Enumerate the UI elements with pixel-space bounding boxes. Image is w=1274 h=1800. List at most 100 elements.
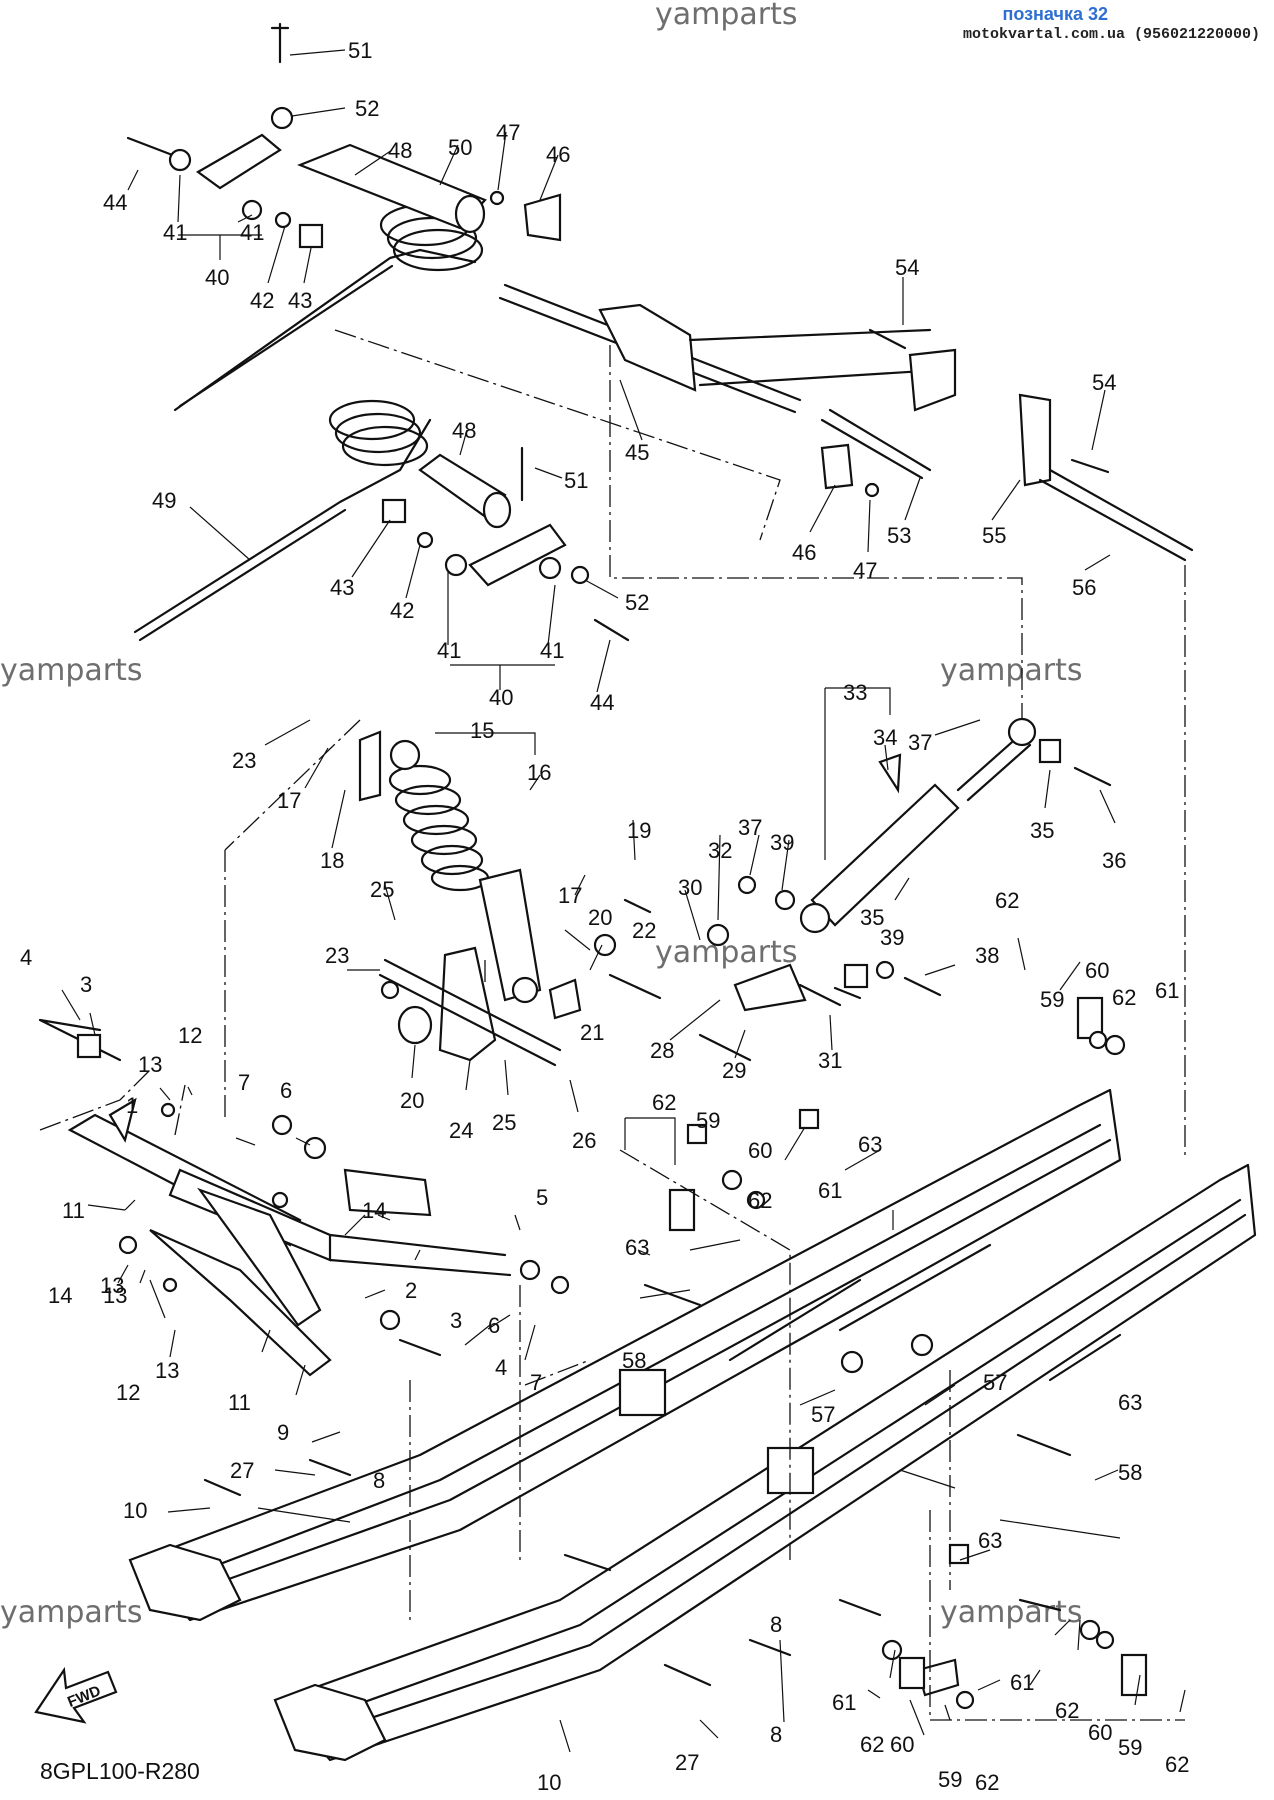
callout-6: 6 xyxy=(488,1313,500,1338)
callout-51: 51 xyxy=(348,38,372,63)
callout-59: 59 xyxy=(696,1108,720,1133)
slide-rail-drawing xyxy=(128,996,1257,1762)
callout-34: 34 xyxy=(873,725,897,750)
callout-43: 43 xyxy=(330,575,354,600)
callout-11: 11 xyxy=(228,1390,251,1415)
callout-42: 42 xyxy=(250,288,274,313)
watermark-left: yamparts xyxy=(0,653,143,688)
callout-41: 41 xyxy=(163,220,187,245)
callout-61: 61 xyxy=(818,1178,842,1203)
callout-41: 41 xyxy=(540,638,564,663)
callout-10: 10 xyxy=(123,1498,147,1523)
front-arm-drawing xyxy=(38,1018,570,1620)
callout-9: 9 xyxy=(277,1420,289,1445)
watermark-bottom-left: yamparts xyxy=(0,1595,143,1630)
callout-12: 12 xyxy=(178,1023,202,1048)
callout-62: 62 xyxy=(748,1188,772,1213)
callout-46: 46 xyxy=(546,142,570,167)
callout-50: 50 xyxy=(448,135,472,160)
callout-26: 26 xyxy=(572,1128,596,1153)
callout-16: 16 xyxy=(527,760,551,785)
callout-55: 55 xyxy=(982,523,1006,548)
callout-45: 45 xyxy=(625,440,649,465)
callout-56: 56 xyxy=(1072,575,1096,600)
callout-3: 3 xyxy=(80,972,92,997)
front-arm-pivot-drawing xyxy=(224,719,842,1120)
callout-32: 32 xyxy=(708,838,732,863)
callout-53: 53 xyxy=(887,523,911,548)
callout-37: 37 xyxy=(908,730,932,755)
callout-52: 52 xyxy=(355,96,379,121)
callout-52: 52 xyxy=(625,590,649,615)
callout-35: 35 xyxy=(860,905,884,930)
callout-24: 24 xyxy=(449,1118,473,1143)
callout-13: 13 xyxy=(155,1358,179,1383)
callout-44: 44 xyxy=(590,690,614,715)
callout-61: 61 xyxy=(832,1690,856,1715)
callout-29: 29 xyxy=(722,1058,746,1083)
callout-4: 4 xyxy=(495,1355,507,1380)
watermark-top: yamparts xyxy=(655,0,798,32)
callout-41: 41 xyxy=(240,220,264,245)
site-reference: motokvartal.com.ua (956021220000) xyxy=(962,26,1260,43)
callout-35: 35 xyxy=(1030,818,1054,843)
callout-2: 2 xyxy=(405,1278,417,1303)
callout-62: 62 xyxy=(652,1090,676,1115)
callout-20: 20 xyxy=(588,905,612,930)
callout-57: 57 xyxy=(811,1402,835,1427)
callout-12: 12 xyxy=(116,1380,140,1405)
callout-1: 1 xyxy=(126,1093,138,1118)
callout-41: 41 xyxy=(437,638,461,663)
callout-13: 13 xyxy=(103,1283,127,1308)
rear-arm-drawing xyxy=(126,22,1194,1160)
fwd-arrow-icon: FWD xyxy=(34,1666,118,1724)
callout-28: 28 xyxy=(650,1038,674,1063)
callout-51: 51 xyxy=(564,468,588,493)
callout-58: 58 xyxy=(622,1348,646,1373)
callout-60: 60 xyxy=(1085,958,1109,983)
callout-62: 62 xyxy=(1055,1698,1079,1723)
callout-61: 61 xyxy=(1155,978,1179,1003)
callout-27: 27 xyxy=(675,1750,699,1775)
callout-63: 63 xyxy=(1118,1390,1142,1415)
callout-27: 27 xyxy=(230,1458,254,1483)
callout-23: 23 xyxy=(325,943,349,968)
callout-20: 20 xyxy=(400,1088,424,1113)
callout-14: 14 xyxy=(48,1283,72,1308)
callout-63: 63 xyxy=(858,1132,882,1157)
callout-40: 40 xyxy=(205,265,229,290)
callout-42: 42 xyxy=(390,598,414,623)
callout-40: 40 xyxy=(489,685,513,710)
callout-54: 54 xyxy=(895,255,919,280)
callout-60: 60 xyxy=(890,1732,914,1757)
callout-25: 25 xyxy=(370,877,394,902)
callout-33: 33 xyxy=(843,680,867,705)
shock-absorber-drawing xyxy=(358,717,1112,1020)
callout-8: 8 xyxy=(770,1722,782,1747)
callout-57: 57 xyxy=(983,1370,1007,1395)
callout-59: 59 xyxy=(938,1767,962,1792)
callout-6: 6 xyxy=(280,1078,292,1103)
callout-54: 54 xyxy=(1092,370,1116,395)
callout-11: 11 xyxy=(62,1198,85,1223)
callout-47: 47 xyxy=(853,558,877,583)
callout-13: 13 xyxy=(100,1273,124,1298)
callout-62: 62 xyxy=(860,1732,884,1757)
callout-3: 3 xyxy=(450,1308,462,1333)
callout-7: 7 xyxy=(530,1370,542,1395)
callout-58: 58 xyxy=(1118,1460,1142,1485)
callout-59: 59 xyxy=(1040,987,1064,1012)
callout-21: 21 xyxy=(580,1020,604,1045)
diagram-reference-code: 8GPL100-R280 xyxy=(40,1758,200,1784)
callout-22: 22 xyxy=(632,918,656,943)
callout-5: 5 xyxy=(536,1185,548,1210)
callout-30: 30 xyxy=(678,875,702,900)
callout-62: 62 xyxy=(1165,1752,1189,1777)
callout-63: 63 xyxy=(978,1528,1002,1553)
callout-4: 4 xyxy=(20,945,32,970)
callout-62: 62 xyxy=(995,888,1019,913)
callout-8: 8 xyxy=(770,1612,782,1637)
callout-62: 62 xyxy=(975,1770,999,1795)
